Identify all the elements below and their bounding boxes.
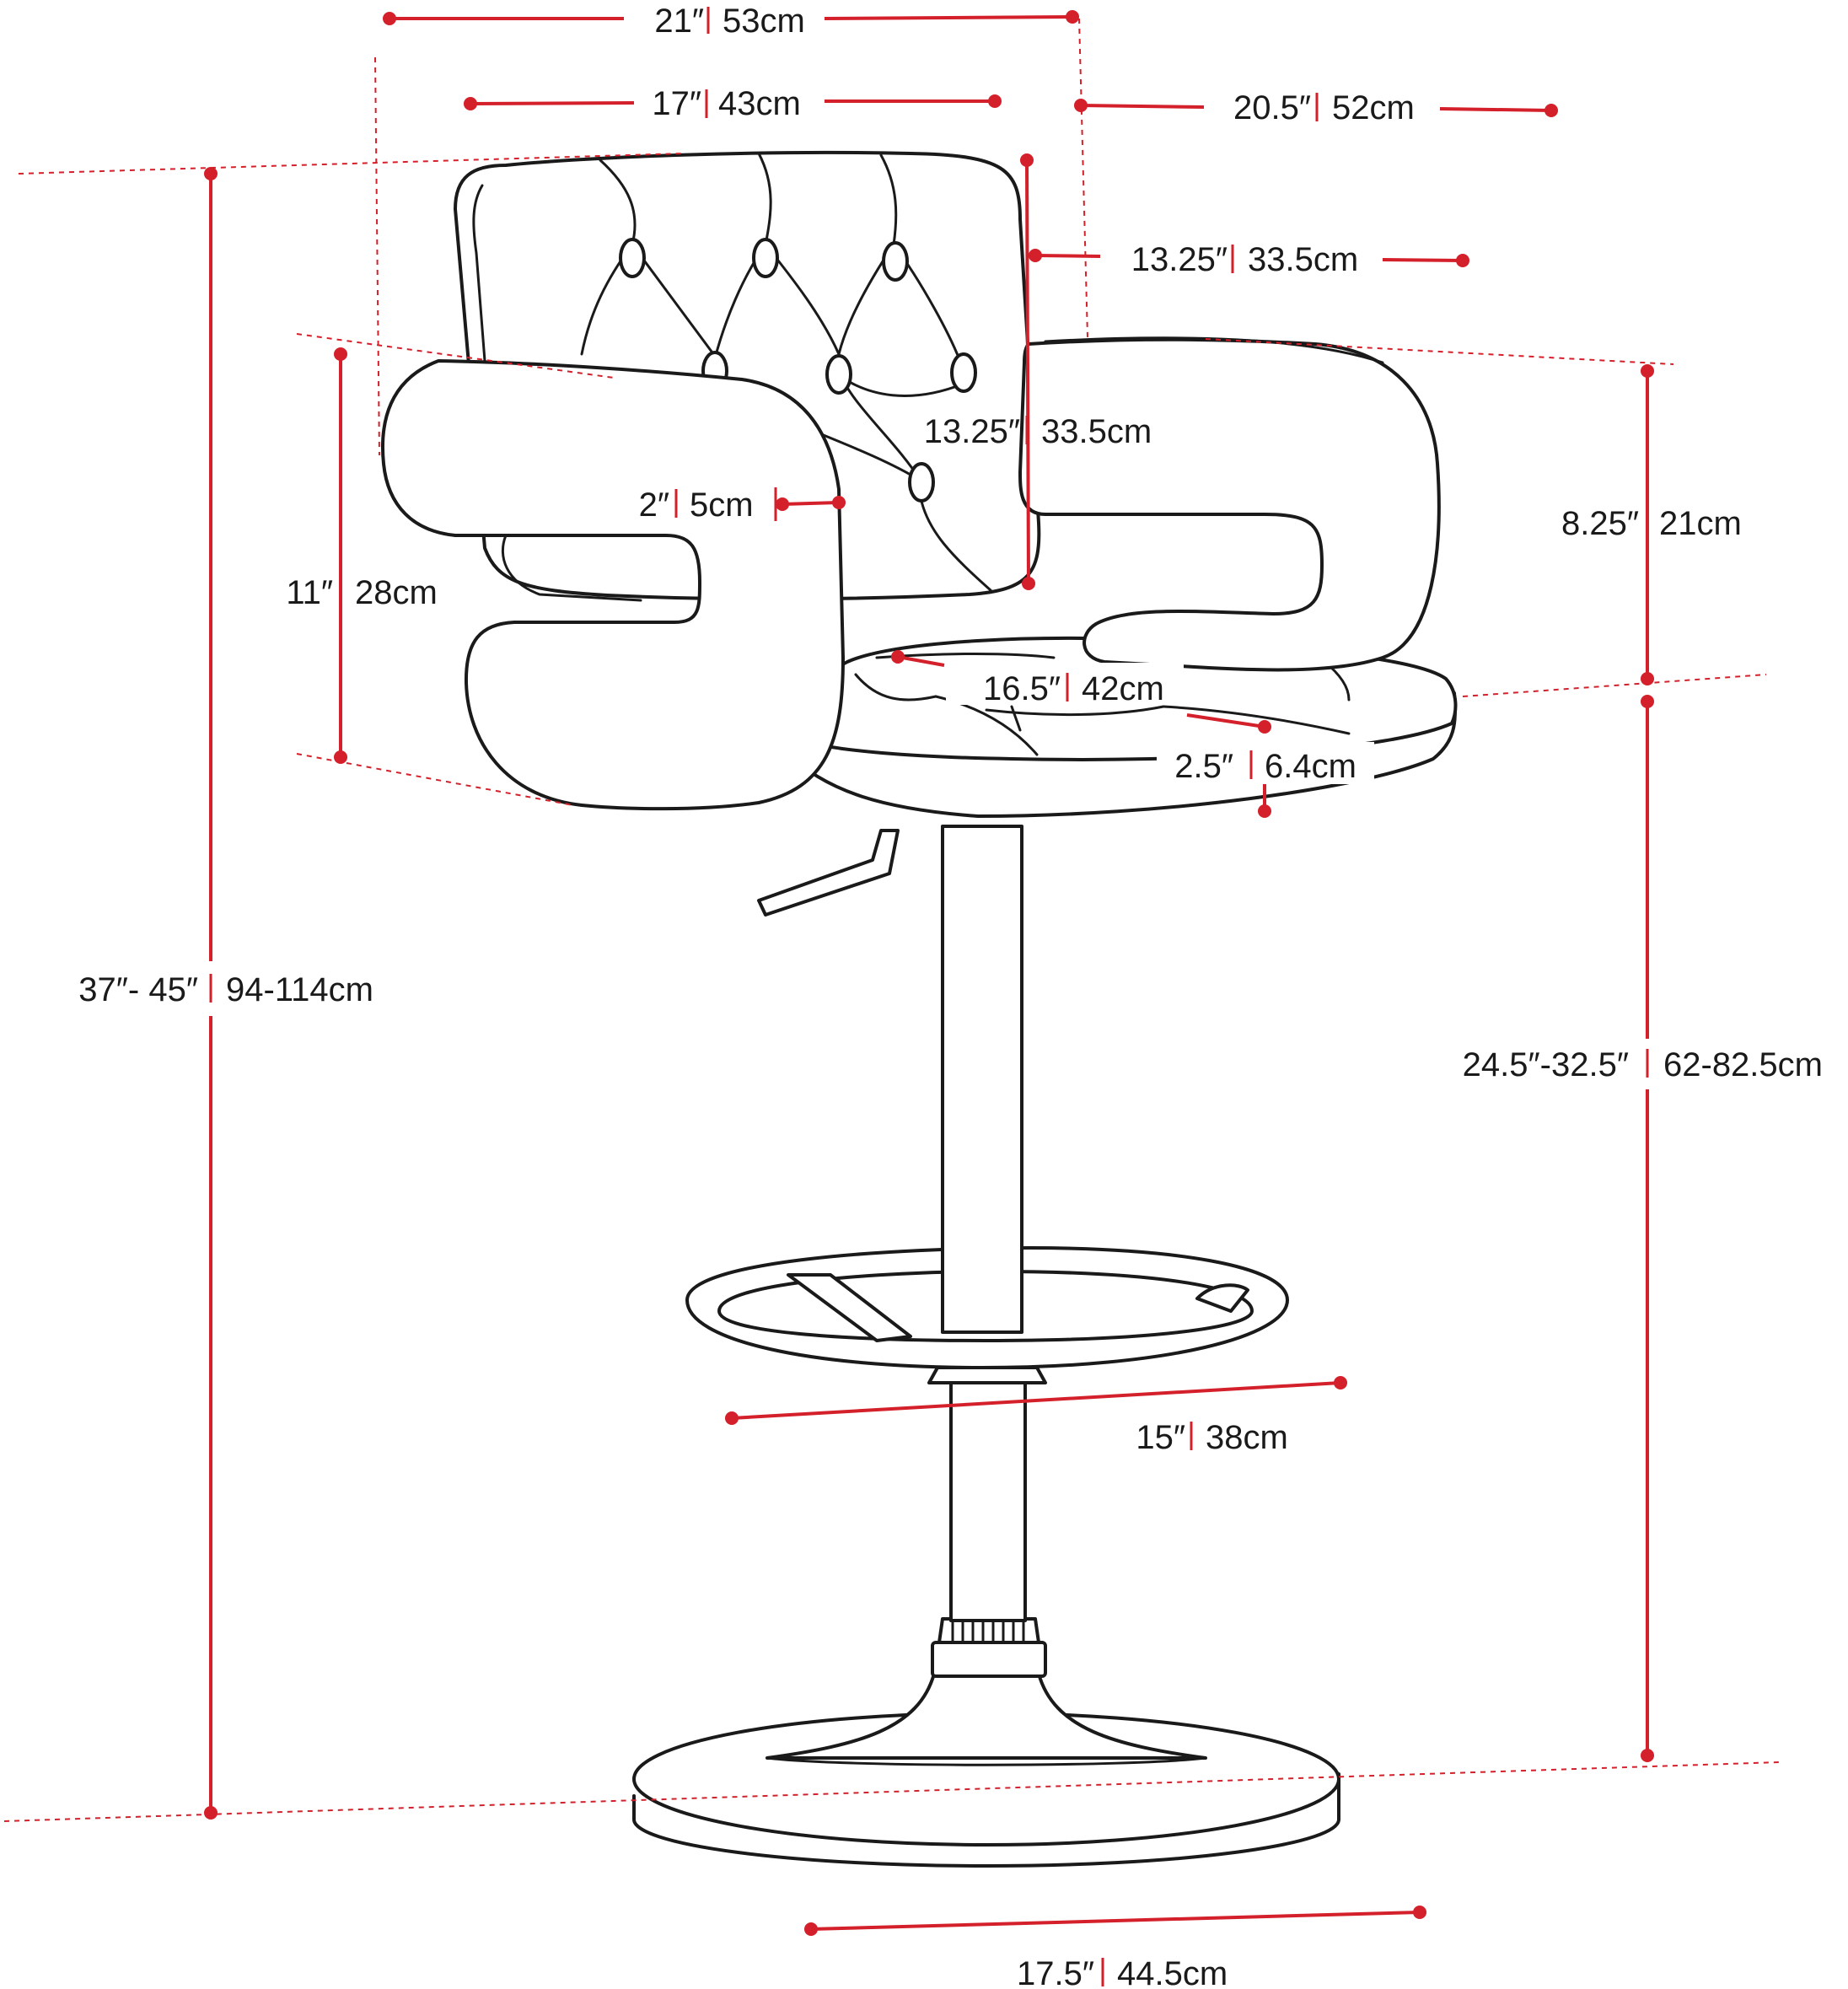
svg-text:2″: 2″ [639,486,669,524]
height-lever [757,829,900,917]
svg-text:53cm: 53cm [723,3,805,40]
svg-text:21cm: 21cm [1659,505,1742,542]
label-overall-height: 37″- 45″ 94-114cm [78,971,373,1008]
dimension-lines [204,10,1654,1936]
label-armrest-height: 11″ 28cm [286,574,438,611]
label-base-diameter: 17.5″ 44.5cm [1017,1955,1228,1989]
svg-text:5cm: 5cm [690,486,754,524]
right-armrest [1018,337,1441,672]
svg-text:44.5cm: 44.5cm [1117,1955,1228,1989]
label-backrest-height: 13.25″ 33.5cm [924,413,1152,450]
svg-text:28cm: 28cm [355,574,438,611]
stool-drawing [381,150,1458,1868]
svg-text:37″- 45″: 37″- 45″ [78,971,198,1008]
svg-text:21″: 21″ [654,3,704,40]
svg-text:16.5″: 16.5″ [983,670,1061,707]
label-seat-thickness: 2.5″ 6.4cm [1157,742,1374,785]
label-backrest-top: 13.25″ 33.5cm [1131,241,1358,278]
svg-text:15″: 15″ [1136,1419,1185,1456]
svg-text:13.25″: 13.25″ [924,413,1020,450]
svg-text:24.5″-32.5″: 24.5″-32.5″ [1463,1046,1629,1083]
svg-text:6.4cm: 6.4cm [1265,748,1356,785]
svg-text:38cm: 38cm [1206,1419,1288,1456]
label-seat-height: 24.5″-32.5″ 62-82.5cm [1463,1046,1823,1083]
label-overall-width: 21″ 53cm [654,3,804,40]
lower-column [949,1381,1027,1622]
label-armrest-width: 2″ 5cm [639,486,754,524]
svg-text:33.5cm: 33.5cm [1248,241,1358,278]
svg-text:17″: 17″ [652,85,701,122]
svg-text:20.5″: 20.5″ [1233,89,1311,126]
svg-text:2.5″: 2.5″ [1174,748,1233,785]
extension-guides [3,18,1780,1822]
svg-text:94-114cm: 94-114cm [226,971,373,1008]
stool-base [632,1617,1340,1868]
svg-text:52cm: 52cm [1332,89,1415,126]
label-footrest-diameter: 15″ 38cm [1136,1419,1287,1456]
svg-text:8.25″: 8.25″ [1561,505,1639,542]
svg-text:42cm: 42cm [1082,670,1164,707]
label-arm-above-seat: 8.25″ 21cm [1561,505,1742,542]
label-backrest-width: 17″ 43cm [652,85,800,122]
dimension-labels: 21″ 53cm 17″ 43cm 20.5″ 52cm 13.25″ 33.5… [78,3,1823,1989]
label-overall-depth: 20.5″ 52cm [1233,89,1415,126]
svg-text:11″: 11″ [286,574,333,611]
svg-text:13.25″: 13.25″ [1131,241,1228,278]
label-seat-width: 16.5″ 42cm [946,663,1184,707]
svg-text:43cm: 43cm [718,85,801,122]
svg-text:62-82.5cm: 62-82.5cm [1663,1046,1823,1083]
svg-text:33.5cm: 33.5cm [1041,413,1152,450]
upper-column [941,825,1023,1334]
left-armrest [381,359,845,811]
svg-text:17.5″: 17.5″ [1017,1955,1094,1989]
